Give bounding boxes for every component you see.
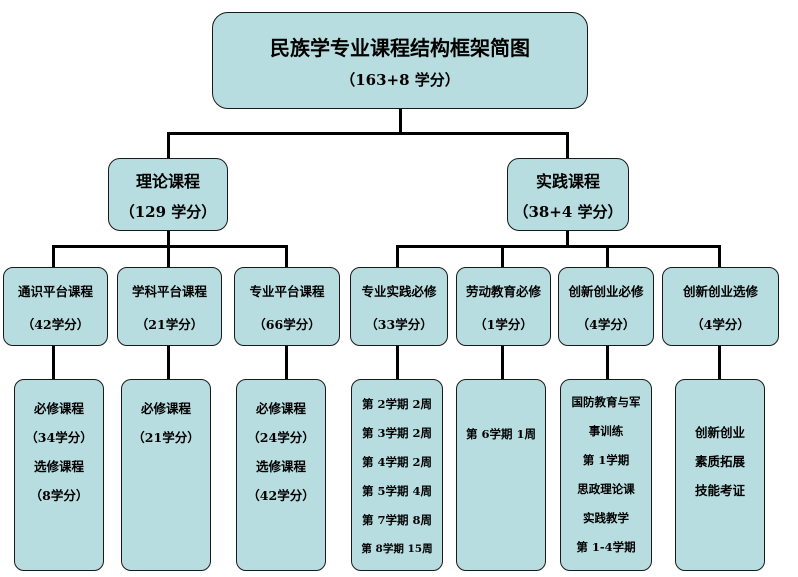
discipline-platform-detail-box: 必修课程 （21学分） [121, 379, 211, 571]
detail-line: 第 6学期 1周 [465, 427, 536, 441]
connector-to-discipline [167, 245, 170, 268]
detail-line: （8学分） [29, 488, 89, 503]
connector-top-horizontal [167, 132, 569, 135]
connector-major-detail [285, 345, 288, 380]
root-credits: （163+8 学分） [340, 70, 460, 89]
connector-innovation-required-detail [606, 345, 609, 380]
connector-to-innovation-required [606, 245, 609, 268]
innovation-required-detail-box: 国防教育与军 事训练 第 1学期 思政理论课 实践教学 第 1-4学期 [560, 379, 652, 571]
detail-line: 第 2学期 2周 [361, 397, 432, 411]
discipline-platform-title: 学科平台课程 [131, 283, 207, 299]
detail-line: 必修课程 [140, 401, 191, 416]
detail-line: （34学分） [25, 430, 93, 445]
connector-theory-horizontal [52, 245, 288, 248]
detail-line: 第 7学期 8周 [361, 513, 432, 527]
major-platform-detail-box: 必修课程 （24学分） 选修课程 （42学分） [236, 379, 326, 571]
connector-practice-horizontal [396, 245, 721, 248]
detail-line: 第 8学期 15周 [361, 543, 433, 555]
general-platform-title: 通识平台课程 [17, 283, 93, 299]
connector-to-practice [566, 132, 569, 160]
detail-line: 第 3学期 2周 [361, 426, 432, 440]
practice-box: 实践课程 （38+4 学分） [507, 158, 629, 231]
general-platform-credits: （42学分） [21, 316, 90, 332]
connector-to-general [52, 245, 55, 268]
labor-education-credits: （1学分） [474, 316, 533, 332]
innovation-elective-detail-box: 创新创业 素质拓展 技能考证 [675, 379, 765, 571]
detail-line: 思政理论课 [577, 482, 635, 496]
practice-title: 实践课程 [535, 171, 600, 191]
professional-practice-box: 专业实践必修 （33学分） [350, 267, 448, 346]
major-platform-box: 专业平台课程 （66学分） [234, 267, 340, 346]
detail-line: 技能考证 [694, 483, 745, 498]
labor-education-title: 劳动教育必修 [465, 283, 541, 299]
innovation-required-box: 创新创业必修 （4学分） [558, 267, 654, 346]
general-platform-box: 通识平台课程 （42学分） [3, 267, 108, 346]
labor-education-detail-box: 第 6学期 1周 [456, 379, 546, 571]
detail-line: （24学分） [247, 430, 315, 445]
connector-to-professional-practice [396, 245, 399, 268]
connector-root-down [399, 108, 402, 134]
root-box: 民族学专业课程结构框架简图 （163+8 学分） [212, 12, 588, 109]
detail-line: 必修课程 [33, 401, 84, 416]
connector-practice-down [566, 230, 569, 247]
detail-line: （21学分） [132, 430, 200, 445]
connector-general-detail [52, 345, 55, 380]
theory-box: 理论课程 （129 学分） [108, 158, 228, 231]
connector-discipline-detail [167, 345, 170, 380]
detail-line: 第 5学期 4周 [361, 484, 432, 498]
professional-practice-detail-box: 第 2学期 2周 第 3学期 2周 第 4学期 2周 第 5学期 4周 第 7学… [351, 379, 443, 571]
connector-to-innovation-elective [718, 245, 721, 268]
detail-line: 第 1学期 [582, 453, 630, 467]
innovation-elective-box: 创新创业选修 （4学分） [662, 267, 779, 346]
theory-title: 理论课程 [135, 171, 200, 191]
detail-line: （42学分） [247, 488, 315, 503]
detail-line: 第 4学期 2周 [361, 455, 432, 469]
theory-credits: （129 学分） [119, 202, 217, 221]
connector-to-labor-education [501, 245, 504, 268]
detail-line: 实践教学 [583, 511, 629, 525]
innovation-required-title: 创新创业必修 [568, 283, 644, 299]
discipline-platform-credits: （21学分） [135, 316, 204, 332]
innovation-elective-credits: （4学分） [691, 316, 750, 332]
labor-education-box: 劳动教育必修 （1学分） [456, 267, 551, 346]
innovation-elective-title: 创新创业选修 [682, 283, 758, 299]
detail-line: 事训练 [588, 424, 624, 438]
detail-line: 创新创业 [694, 425, 745, 440]
detail-line: 选修课程 [255, 459, 306, 474]
discipline-platform-box: 学科平台课程 （21学分） [117, 267, 222, 346]
practice-credits: （38+4 学分） [513, 202, 623, 221]
major-platform-credits: （66学分） [253, 316, 321, 332]
detail-line: 选修课程 [33, 459, 84, 474]
connector-theory-down [167, 230, 170, 247]
detail-line: 国防教育与军 [571, 395, 641, 409]
detail-line: 必修课程 [255, 401, 306, 416]
major-platform-title: 专业平台课程 [249, 283, 325, 299]
general-platform-detail-box: 必修课程 （34学分） 选修课程 （8学分） [14, 379, 104, 571]
connector-to-major [285, 245, 288, 268]
detail-line: 素质拓展 [694, 454, 745, 469]
connector-labor-education-detail [501, 345, 504, 380]
professional-practice-credits: （33学分） [365, 316, 433, 332]
connector-innovation-elective-detail [718, 345, 721, 380]
connector-to-theory [167, 132, 170, 160]
innovation-required-credits: （4学分） [576, 316, 636, 332]
root-title: 民族学专业课程结构框架简图 [270, 35, 530, 60]
detail-line: 第 1-4学期 [576, 540, 636, 554]
connector-professional-practice-detail [396, 345, 399, 380]
professional-practice-title: 专业实践必修 [361, 283, 437, 299]
